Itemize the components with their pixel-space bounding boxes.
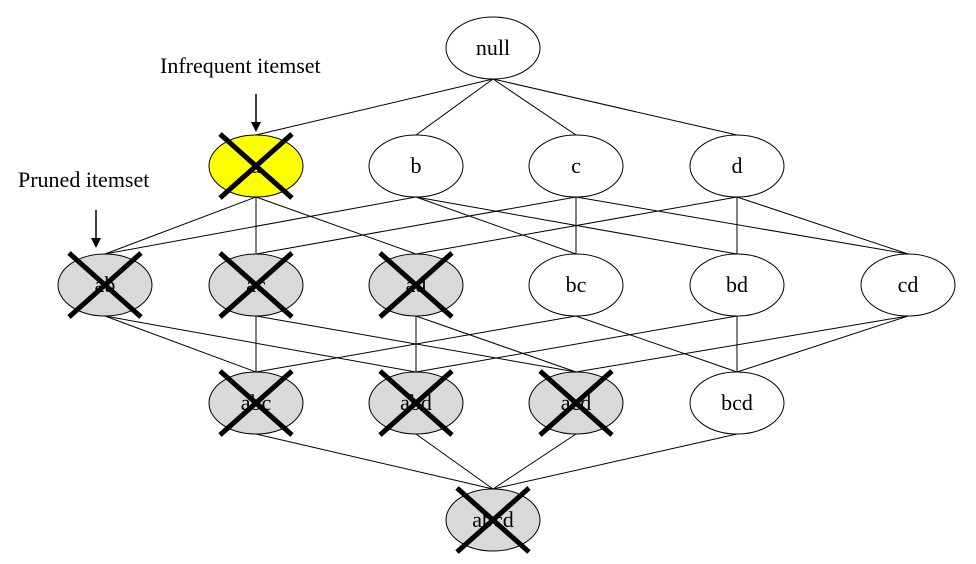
edge-ab-abd — [104, 315, 417, 373]
edge-abc-abcd — [255, 433, 494, 490]
infrequent-itemset-label: Infrequent itemset — [160, 53, 321, 78]
node-ellipse-c — [528, 134, 624, 198]
pruned-annotation: Pruned itemset — [18, 167, 149, 248]
node-label-bc: bc — [566, 272, 587, 297]
edge-c-cd — [575, 196, 909, 255]
pruned-arrow-head — [91, 238, 101, 248]
edge-bc-abc — [255, 315, 577, 373]
cross-mark-ab-2 — [67, 251, 143, 319]
node-bd: bd — [689, 253, 785, 317]
edges-layer — [104, 78, 909, 490]
cross-mark-abd-2 — [378, 369, 454, 437]
node-bcd: bcd — [689, 371, 785, 435]
edge-b-bc — [415, 196, 577, 255]
edge-null-a — [255, 78, 494, 136]
node-label-d: d — [732, 153, 743, 178]
edge-ad-acd — [415, 315, 577, 373]
node-ellipse-bd — [689, 253, 785, 317]
node-cd: cd — [860, 253, 956, 317]
edge-bcd-abcd — [492, 433, 738, 490]
node-label-c: c — [571, 153, 581, 178]
cross-mark-abc-2 — [218, 369, 294, 437]
edge-null-d — [492, 78, 738, 136]
node-null: null — [445, 16, 541, 80]
node-ac: ac — [208, 251, 304, 319]
edge-bc-bcd — [575, 315, 738, 373]
edge-acd-abcd — [492, 433, 577, 490]
node-label-bd: bd — [726, 272, 748, 297]
node-a: a — [208, 132, 304, 200]
node-ellipse-bc — [528, 253, 624, 317]
edge-null-b — [415, 78, 494, 136]
node-abcd: abcd — [445, 486, 541, 554]
edge-d-ad — [415, 196, 738, 255]
node-ellipse-b — [368, 134, 464, 198]
node-ab: ab — [57, 251, 153, 319]
node-ellipse-bcd — [689, 371, 785, 435]
edge-b-ab — [104, 196, 417, 255]
node-acd: acd — [528, 369, 624, 437]
edge-bd-abd — [415, 315, 738, 373]
cross-mark-ad-2 — [378, 251, 454, 319]
infrequent-annotation: Infrequent itemset — [160, 53, 321, 132]
edge-a-ad — [255, 196, 417, 255]
edge-null-c — [492, 78, 577, 136]
node-abd: abd — [368, 369, 464, 437]
cross-mark-abcd-2 — [455, 486, 531, 554]
edge-d-cd — [736, 196, 909, 255]
node-b: b — [368, 134, 464, 198]
edge-ab-abc — [104, 315, 257, 373]
node-c: c — [528, 134, 624, 198]
node-label-cd: cd — [898, 272, 919, 297]
edge-cd-bcd — [736, 315, 909, 373]
nodes-layer: nullabcdabacadbcbdcdabcabdacdbcdabcd — [57, 16, 956, 554]
node-bc: bc — [528, 253, 624, 317]
cross-mark-acd-2 — [538, 369, 614, 437]
edge-cd-acd — [575, 315, 909, 373]
cross-mark-a-2 — [218, 132, 294, 200]
pruned-itemset-label: Pruned itemset — [18, 167, 149, 192]
node-abc: abc — [208, 369, 304, 437]
infrequent-arrow-head — [251, 122, 261, 132]
edge-abd-abcd — [415, 433, 494, 490]
node-ellipse-cd — [860, 253, 956, 317]
cross-mark-ac-2 — [218, 251, 294, 319]
node-label-bcd: bcd — [721, 390, 753, 415]
node-label-null: null — [476, 35, 510, 60]
edge-c-ac — [255, 196, 577, 255]
node-ad: ad — [368, 251, 464, 319]
node-d: d — [689, 134, 785, 198]
node-ellipse-d — [689, 134, 785, 198]
node-ellipse-null — [445, 16, 541, 80]
edge-a-ab — [104, 196, 257, 255]
node-label-b: b — [411, 153, 422, 178]
